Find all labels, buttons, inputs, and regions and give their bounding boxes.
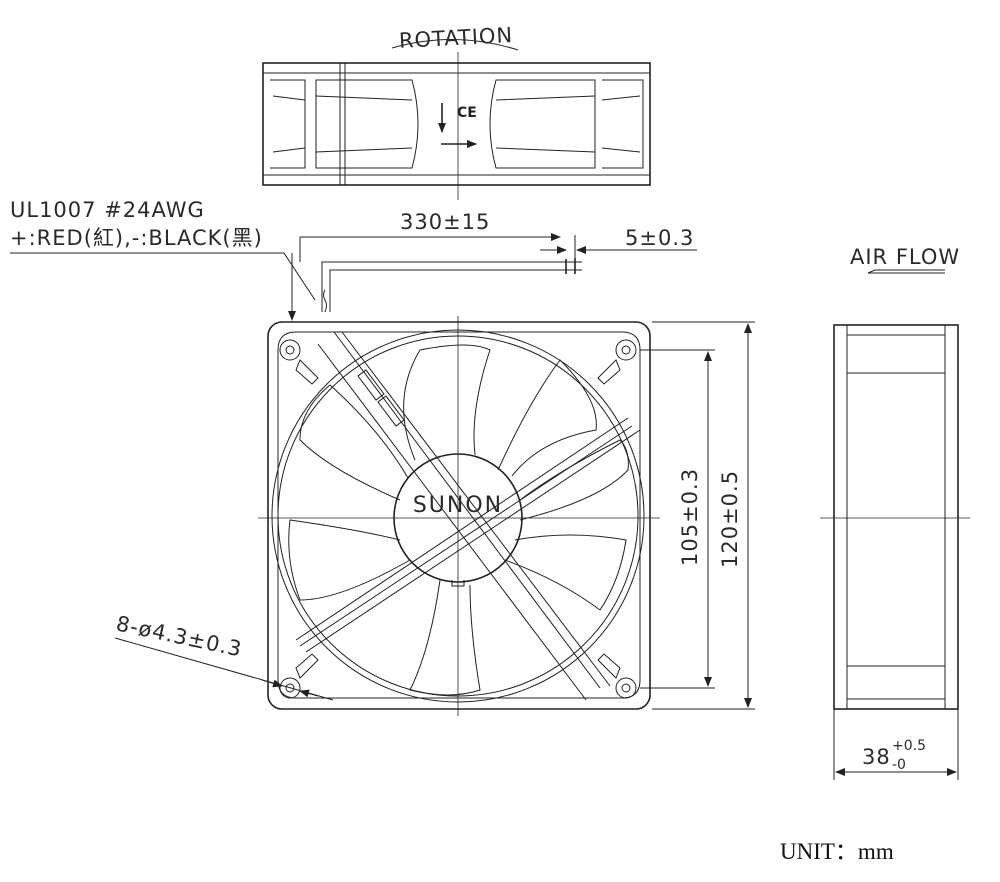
wire-callout: UL1007 #24AWG +:RED(紅),-:BLACK(黑) 330±15… <box>10 198 697 321</box>
air-flow-indicator: AIR FLOW <box>850 245 960 274</box>
side-housing <box>833 324 959 710</box>
brand-logo: SUNON <box>413 493 503 518</box>
frame-size-dim: 120±0.5 <box>718 470 742 568</box>
fan-frame <box>267 321 651 710</box>
top-view: ROTATION CE <box>262 23 651 200</box>
ce-mark: CE <box>457 105 477 121</box>
wire-spec-label: UL1007 #24AWG <box>10 198 205 222</box>
hole-pitch-dim: 105±0.3 <box>678 468 702 566</box>
hole-spec-label: 8-ø4.3±0.3 <box>114 611 244 661</box>
lead-wire-1 <box>321 261 575 312</box>
depth-tol-lower: -0 <box>892 757 906 773</box>
front-view: SUNON <box>258 316 660 716</box>
side-view: 38 +0.5 -0 <box>820 324 970 780</box>
strip-length-dim: 5±0.3 <box>625 226 694 250</box>
mounting-holes <box>279 339 637 699</box>
vertical-dimensions: 105±0.3 120±0.5 <box>640 321 755 710</box>
rotation-arc <box>391 39 519 51</box>
depth-tol-upper: +0.5 <box>892 738 926 754</box>
air-flow-label: AIR FLOW <box>850 245 960 269</box>
hub <box>393 453 523 583</box>
wire-colors-label: +:RED(紅),-:BLACK(黑) <box>10 226 263 250</box>
top-housing <box>262 62 651 186</box>
lead-wire-2 <box>329 269 575 312</box>
lead-length-dim: 330±15 <box>400 210 490 234</box>
unit-label: UNIT：mm <box>780 839 894 864</box>
rotation-label: ROTATION <box>398 23 513 53</box>
blades <box>288 344 629 696</box>
depth-dim: 38 <box>862 745 891 769</box>
air-flow-arrow <box>867 269 945 274</box>
